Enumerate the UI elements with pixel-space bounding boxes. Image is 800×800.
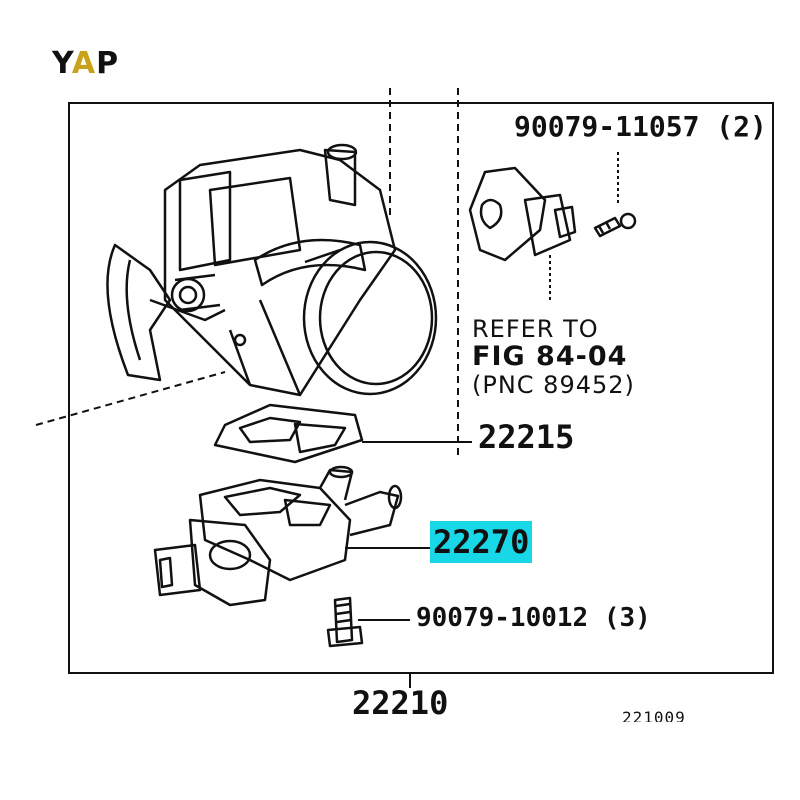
diagram-frame [68,102,774,674]
bolt-illustration [326,596,410,648]
drawing-code: 221009 [622,708,686,722]
brand-letter-a: A [71,46,97,81]
part-number-gasket: 22215 [478,418,575,456]
brand-letter-y: Y [52,46,72,81]
brand-logo: YAP [52,46,119,81]
part-number-screw: 90079-11057 (2) [514,110,767,143]
brand-letter-p: P [96,46,120,81]
refer-line-3: (PNC 89452) [472,371,635,399]
part-number-bolt: 90079-10012 (3) [416,603,651,633]
part-number-assembly: 22210 [352,684,449,722]
refer-note: REFER TO FIG 84-04 (PNC 89452) [472,315,635,399]
idle-air-control-illustration [153,465,430,607]
throttle-body-illustration [106,143,438,397]
refer-line-1: REFER TO [472,315,599,343]
gasket-illustration [213,403,472,464]
guide-line-dashed [35,371,226,426]
sensor-illustration [468,166,577,300]
screw-illustration [593,212,637,238]
refer-line-2: FIG 84-04 [472,341,628,372]
part-number-highlighted: 22270 [430,521,533,563]
